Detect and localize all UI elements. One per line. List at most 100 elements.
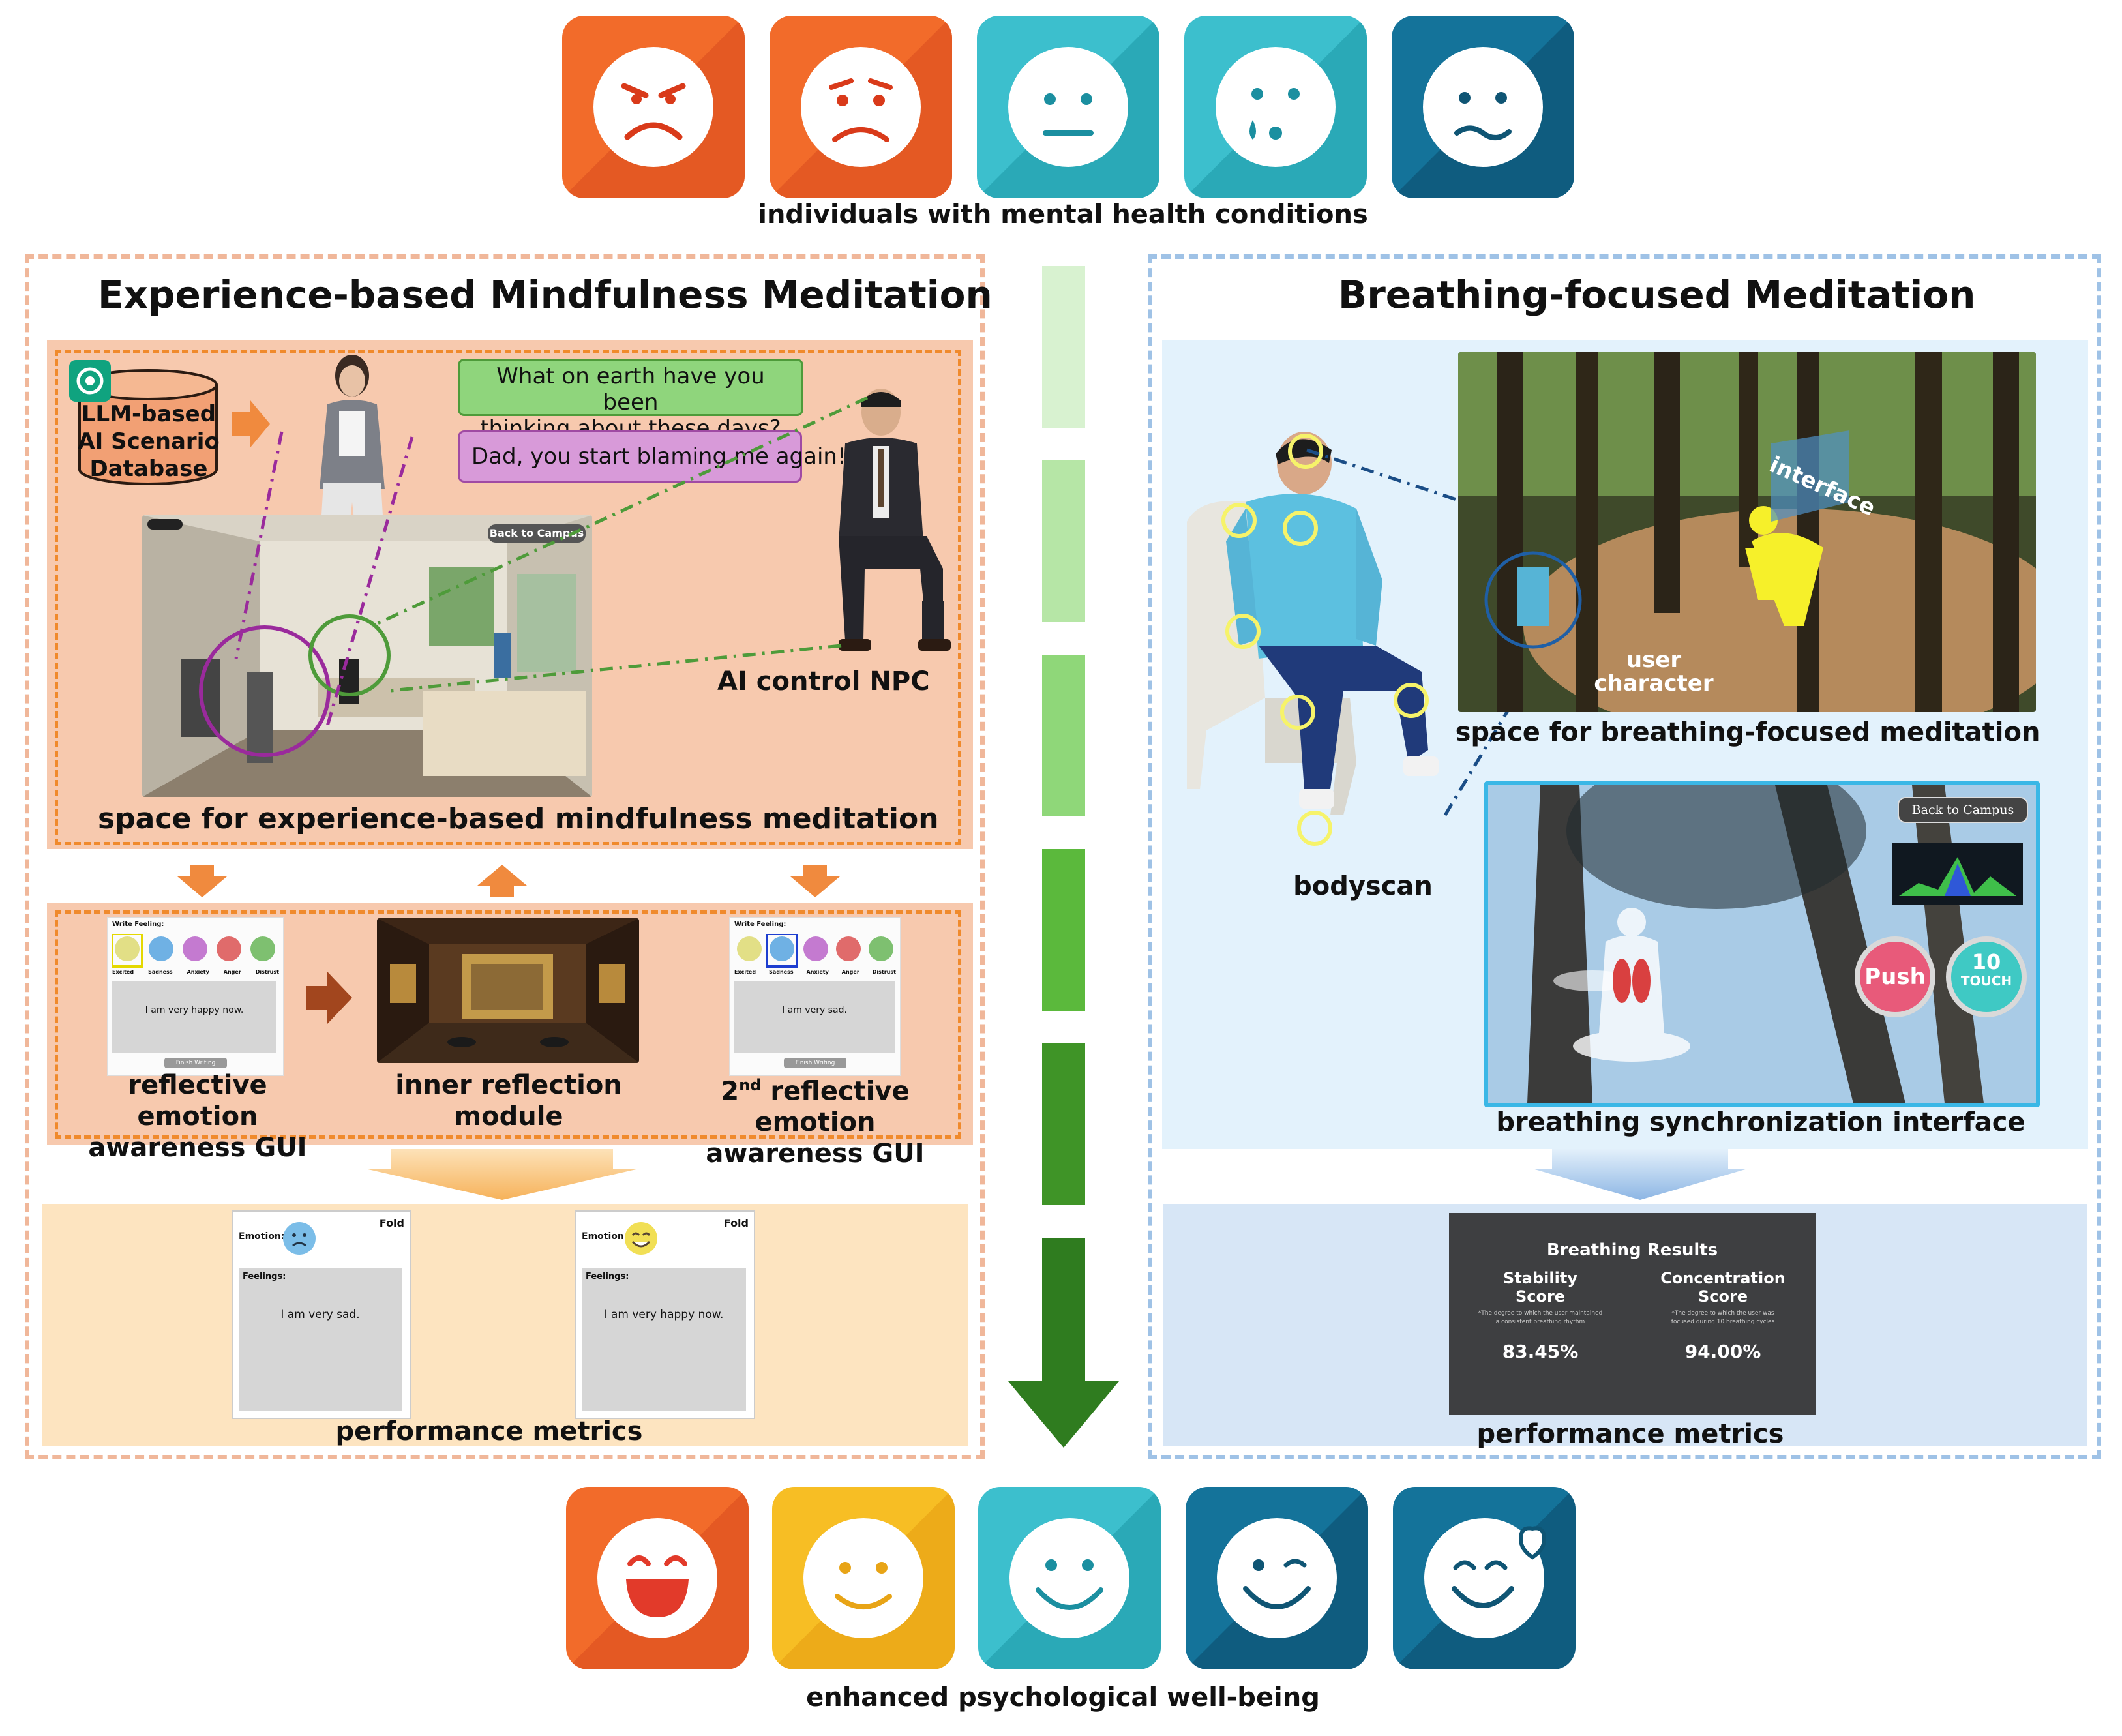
wink-face-icon bbox=[1186, 1487, 1368, 1669]
progress-arrow bbox=[1008, 266, 1119, 1448]
left-scene-dashed bbox=[55, 350, 961, 845]
touch-count: 10 bbox=[1971, 950, 2001, 974]
experience-scene-screenshot: Back to Campus bbox=[142, 515, 592, 797]
concentration-value: 94.00% bbox=[1684, 1341, 1761, 1362]
grin-face-icon bbox=[978, 1487, 1161, 1669]
right-panel-border bbox=[1148, 254, 2101, 1459]
emotion-label: Distrust bbox=[872, 969, 896, 975]
back-to-campus-button[interactable]: Back to Campus bbox=[1898, 797, 2028, 823]
fold-feelings-label: Feelings: bbox=[586, 1272, 629, 1281]
stability-desc: *The degree to which the user maintained… bbox=[1478, 1310, 1603, 1325]
finish-writing-button[interactable]: Finish Writing bbox=[784, 1058, 846, 1068]
touch-counter-button[interactable]: 10 TOUCH bbox=[1946, 936, 2027, 1017]
neutral-face-icon bbox=[977, 16, 1159, 198]
left-section-title: Experience-based Mindfulness Meditation bbox=[98, 273, 993, 317]
confused-face-icon bbox=[1392, 16, 1574, 198]
emotion-labels: Excited Sadness Anxiety Anger Distrust bbox=[734, 969, 896, 975]
gui2-label-suffix: nd bbox=[739, 1076, 762, 1094]
emotion-label: Anger bbox=[841, 969, 859, 975]
npc-label: AI control NPC bbox=[717, 666, 930, 696]
feeling-text: I am very sad. bbox=[782, 1005, 847, 1015]
fold-feelings-label: Feelings: bbox=[243, 1272, 286, 1281]
emotion-gui-2: Write Feeling: Excited Sadness Anxiety A… bbox=[729, 917, 901, 1076]
inner-reflection-label: inner reflection module bbox=[395, 1070, 622, 1131]
sad-face-icon bbox=[770, 16, 952, 198]
emotion-labels: Excited Sadness Anxiety Anger Distrust bbox=[112, 969, 279, 975]
emotion-label: Sadness bbox=[769, 969, 794, 975]
gui2-label-ordinal: 2 bbox=[721, 1076, 740, 1107]
bottom-caption: enhanced psychological well-being bbox=[806, 1683, 1320, 1713]
right-metrics-label: performance metrics bbox=[1476, 1419, 1784, 1449]
right-section-title: Breathing-focused Meditation bbox=[1338, 273, 1976, 317]
fold-feelings-box: Feelings: I am very happy now. bbox=[582, 1268, 746, 1411]
emotion-gui-1: Write Feeling: Excited Sadness Anxiety A… bbox=[107, 917, 284, 1076]
push-button[interactable]: Push bbox=[1855, 936, 1935, 1017]
feeling-textbox[interactable]: I am very happy now. bbox=[112, 981, 276, 1053]
scene-user-label: user character bbox=[1594, 647, 1714, 696]
left-funnel bbox=[365, 1149, 639, 1200]
stability-title: Stability Score bbox=[1503, 1269, 1577, 1306]
llm-logo-icon bbox=[69, 360, 111, 402]
right-space-label: space for breathing-focused meditation bbox=[1455, 717, 2040, 747]
user-speech-bubble: Dad, you start blaming me again! bbox=[458, 430, 846, 483]
scene-top-icons bbox=[147, 519, 183, 530]
left-panel-border bbox=[25, 254, 985, 1459]
back-to-campus-button[interactable]: Back to Campus bbox=[488, 524, 586, 543]
bodyscan-character bbox=[1187, 432, 1439, 846]
down-arrow-icon bbox=[790, 865, 840, 897]
gui1-label: reflective emotion awareness GUI bbox=[88, 1070, 307, 1163]
left-metrics-label: performance metrics bbox=[335, 1416, 643, 1446]
down-arrow-icon bbox=[177, 865, 227, 897]
fold-feelings-box: Feelings: I am very sad. bbox=[239, 1268, 402, 1411]
npc-character bbox=[839, 389, 951, 651]
gui2-label: 2nd reflective emotion awareness GUI bbox=[672, 1070, 959, 1169]
gui-header: Write Feeling: bbox=[112, 921, 164, 928]
gui-header: Write Feeling: bbox=[734, 921, 786, 928]
bodyscan-label: bodyscan bbox=[1293, 871, 1433, 901]
concentration-title: Concentration Score bbox=[1660, 1269, 1786, 1306]
emotion-faces-row bbox=[112, 934, 275, 968]
stability-value: 83.45% bbox=[1502, 1341, 1579, 1362]
sync-interface-label: breathing synchronization interface bbox=[1496, 1107, 2025, 1137]
fold-button[interactable]: Fold bbox=[723, 1217, 749, 1229]
inner-reflection-screenshot bbox=[377, 918, 639, 1063]
emotion-label: Anxiety bbox=[187, 969, 209, 975]
emotion-label: Distrust bbox=[255, 969, 279, 975]
fold-feelings-text: I am very happy now. bbox=[604, 1308, 724, 1321]
happy-emoji-icon bbox=[625, 1222, 657, 1255]
database-label: LLM-based AI Scenario Database bbox=[78, 401, 220, 482]
feeling-textbox[interactable]: I am very sad. bbox=[734, 981, 895, 1053]
emotion-label: Excited bbox=[734, 969, 756, 975]
fold-button[interactable]: Fold bbox=[379, 1217, 404, 1229]
crying-face-icon bbox=[1184, 16, 1367, 198]
results-title: Breathing Results bbox=[1546, 1240, 1718, 1260]
love-face-icon bbox=[1393, 1487, 1576, 1669]
breathing-scene-screenshot: interface user character bbox=[1458, 352, 2036, 712]
fold-emotion-label: Emotion: bbox=[582, 1231, 628, 1242]
emotion-label: Anger bbox=[223, 969, 241, 975]
sad-emoji-icon bbox=[283, 1222, 316, 1255]
concentration-desc: *The degree to which the user was focuse… bbox=[1671, 1310, 1775, 1325]
emotion-label: Sadness bbox=[148, 969, 173, 975]
fold-card-2: Emotion: Fold Feelings: I am very happy … bbox=[575, 1210, 755, 1419]
top-caption: individuals with mental health condition… bbox=[758, 200, 1368, 230]
right-arrow-icon bbox=[306, 972, 352, 1024]
left-metrics-area bbox=[42, 1204, 968, 1446]
feeling-text: I am very happy now. bbox=[145, 1005, 244, 1015]
connector-lines bbox=[234, 396, 869, 731]
laughing-face-icon bbox=[566, 1487, 749, 1669]
emotion-faces-row bbox=[737, 934, 893, 968]
npc-speech-bubble: What on earth have you been thinking abo… bbox=[458, 359, 803, 441]
up-arrow-icon bbox=[477, 865, 527, 897]
emotion-label: Anxiety bbox=[806, 969, 829, 975]
right-funnel bbox=[1532, 1149, 1748, 1200]
left-module-dashed bbox=[55, 910, 961, 1139]
breathing-sync-screenshot: Back to Campus Push 10 TOUCH bbox=[1484, 781, 2040, 1107]
fold-card-1: Emotion: Fold Feelings: I am very sad. bbox=[232, 1210, 411, 1419]
database-cylinder bbox=[78, 369, 218, 485]
finish-writing-button[interactable]: Finish Writing bbox=[164, 1058, 227, 1068]
fold-feelings-text: I am very sad. bbox=[280, 1308, 360, 1321]
left-space-label: space for experience-based mindfulness m… bbox=[98, 802, 939, 835]
smile-face-icon bbox=[772, 1487, 955, 1669]
touch-label: TOUCH bbox=[1960, 973, 2012, 989]
